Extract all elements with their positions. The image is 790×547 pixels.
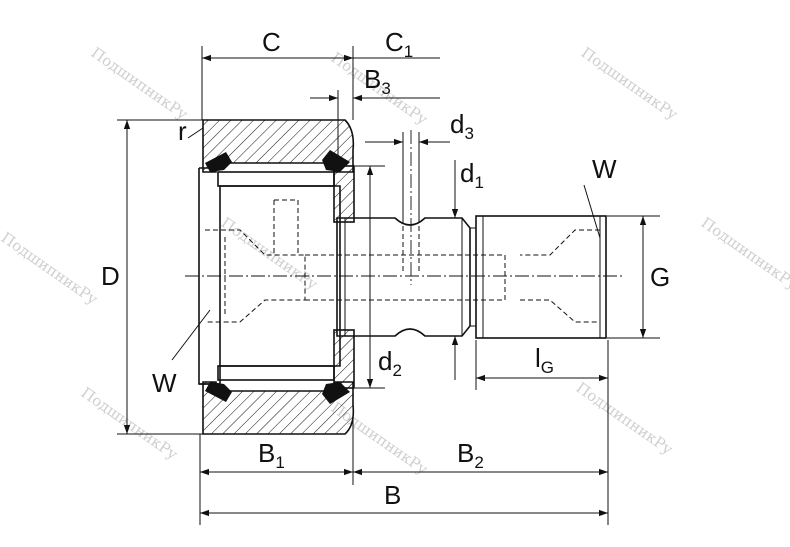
- watermark-1: ПодшипникРу: [88, 44, 192, 124]
- hidden-lines: [205, 199, 600, 323]
- label-W-top: W: [592, 154, 617, 184]
- label-G: G: [650, 262, 670, 292]
- label-d1: d1: [460, 158, 484, 192]
- outer-ring: [202, 119, 355, 435]
- label-d2: d2: [378, 346, 402, 380]
- watermark-9: ПодшипникРу: [573, 379, 677, 459]
- label-B3: B3: [364, 64, 391, 98]
- label-B1: B1: [258, 438, 285, 472]
- label-d3: d3: [450, 109, 474, 143]
- watermark-4: ПодшипникРу: [0, 229, 101, 309]
- watermark-6: ПодшипникРу: [698, 214, 790, 294]
- label-D: D: [101, 261, 120, 291]
- label-C: C: [262, 27, 281, 57]
- label-r: r: [178, 116, 187, 146]
- dimensions: [117, 46, 660, 525]
- watermark-5: ПодшипникРу: [218, 214, 322, 294]
- label-C1: C1: [385, 27, 413, 61]
- label-B2: B2: [457, 438, 484, 472]
- stud: [198, 167, 607, 385]
- label-W-left: W: [152, 368, 177, 398]
- label-lG: lG: [535, 343, 554, 377]
- needle-roller-top: [217, 171, 335, 187]
- needle-roller-bottom: [217, 365, 335, 381]
- thrust-washer: [333, 165, 355, 223]
- labels: C C1 B3 d3 d1 d2 r D W W G lG B1 B2 B: [101, 27, 670, 510]
- label-B: B: [384, 480, 401, 510]
- watermark-3: ПодшипникРу: [578, 44, 682, 124]
